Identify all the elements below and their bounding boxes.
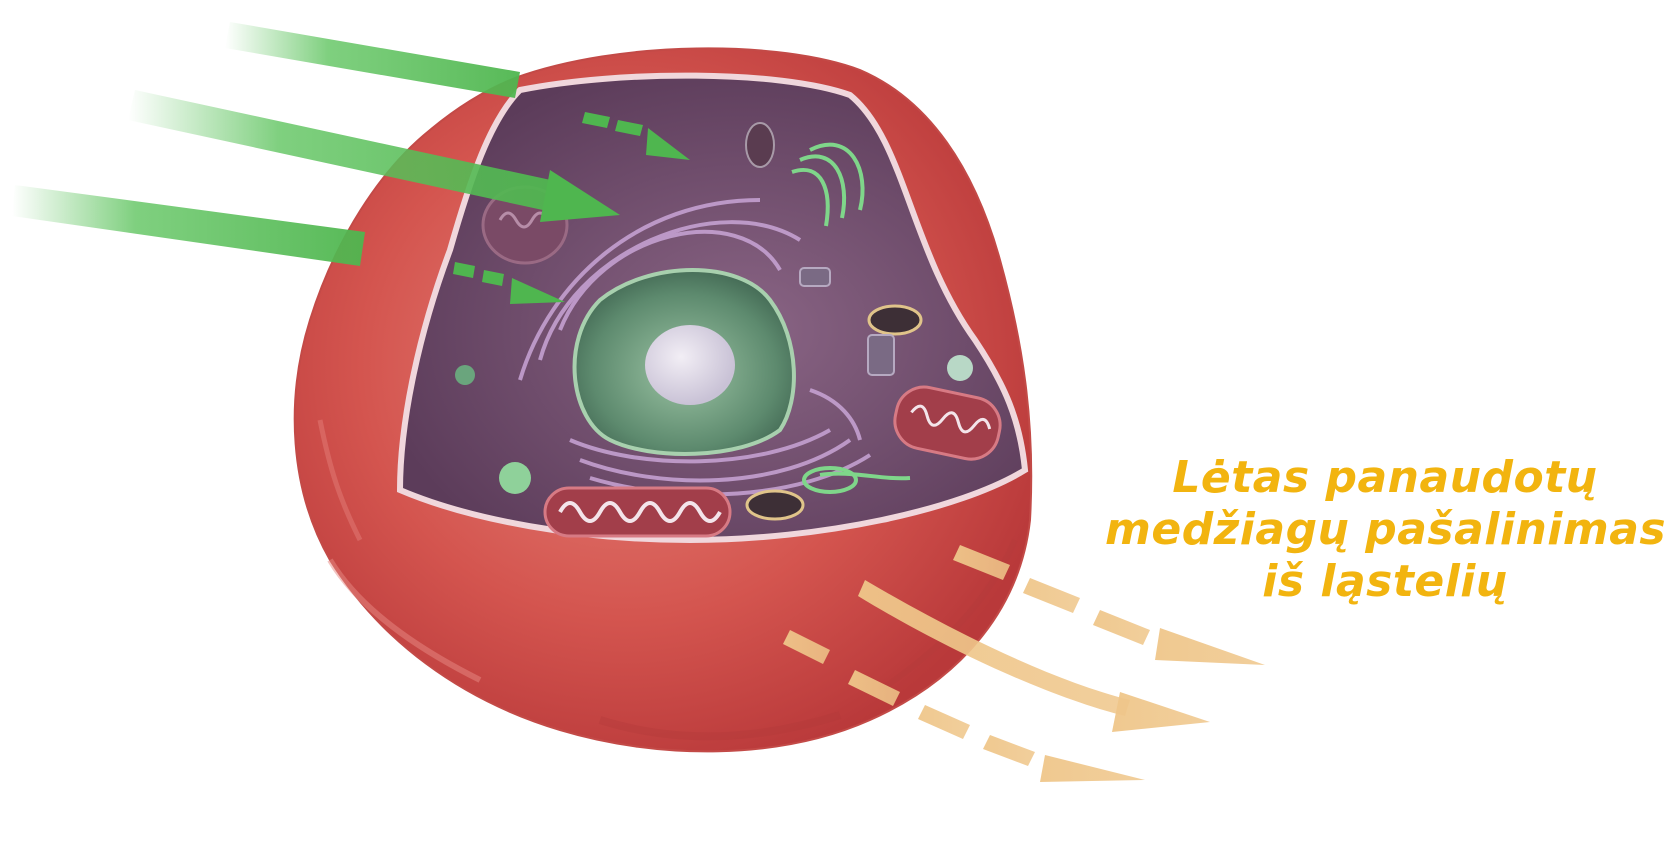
inflow-arrow-1 [225, 22, 520, 98]
caption-line-3: iš ląstelių [1105, 556, 1665, 608]
caption-line-1: Lėtas panaudotų [1105, 452, 1665, 504]
inflow-arrow-3 [12, 185, 365, 266]
nucleolus [645, 325, 735, 405]
mitochondrion-bottom [545, 488, 730, 536]
caption-line-2: medžiagų pašalinimas [1105, 504, 1665, 556]
caption-text: Lėtas panaudotų medžiagų pašalinimas iš … [1105, 452, 1665, 608]
